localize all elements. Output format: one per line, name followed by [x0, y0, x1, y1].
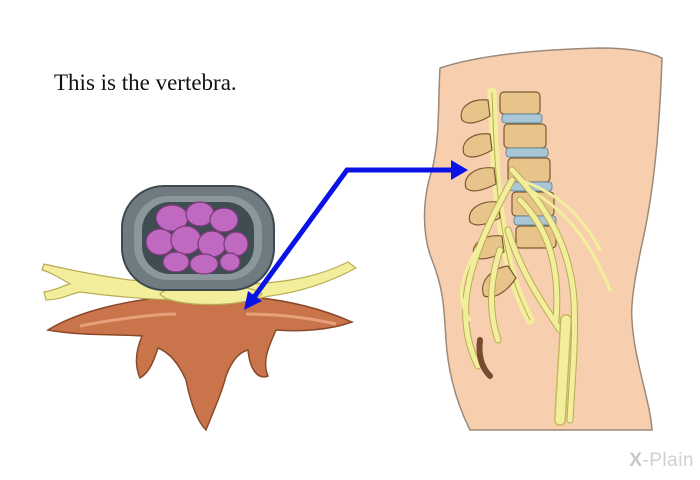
xplain-logo-mark: X [629, 450, 643, 471]
disc-nucleus [145, 201, 249, 275]
xplain-logo: X-Plain [629, 450, 694, 472]
arrowhead-right [451, 160, 468, 180]
vertebral-arch [45, 295, 355, 432]
xplain-logo-text: -Plain [642, 450, 694, 471]
vertebra-cross-section [41, 185, 358, 432]
pointer-arrow [244, 160, 468, 310]
arrowhead-left [244, 291, 262, 310]
nerve-plexus [459, 166, 612, 424]
body-side-view [423, 47, 663, 431]
caption-text: This is the vertebra. [54, 70, 237, 95]
tailbone [476, 337, 493, 379]
